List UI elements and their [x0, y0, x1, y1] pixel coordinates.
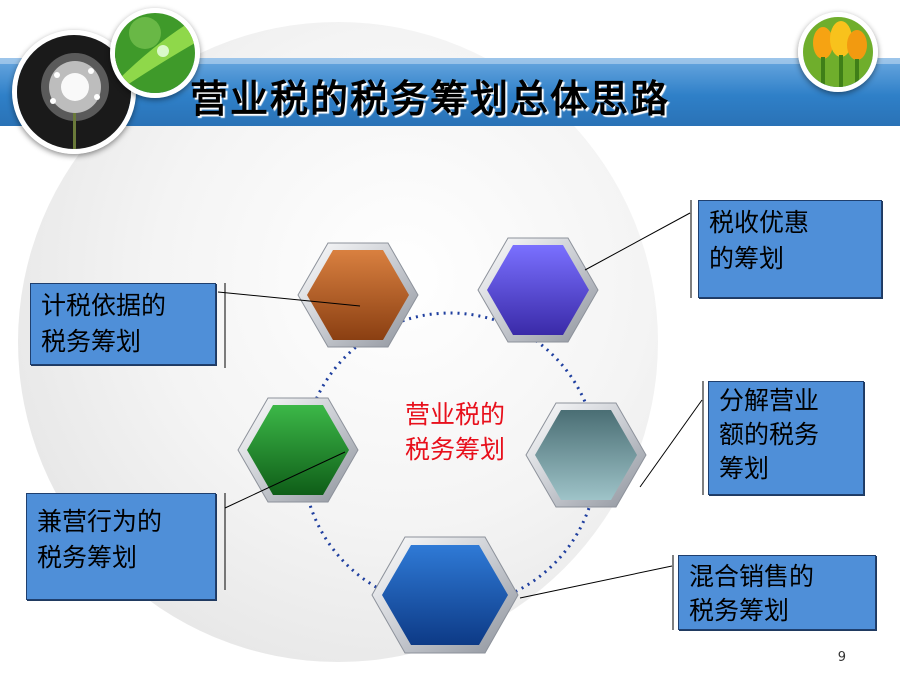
box-mixed-sales: 混合销售的 税务筹划	[678, 555, 876, 630]
tulips-photo-icon	[798, 12, 878, 92]
page-number: 9	[837, 650, 846, 665]
box-tax-incentives: 税收优惠 的筹划	[698, 200, 882, 298]
center-label-line2: 税务筹划	[404, 435, 505, 464]
leaf-water-drop-photo-icon	[110, 8, 200, 98]
box-decompose-business: 分解营业 额的税务 筹划	[708, 381, 864, 495]
center-label: 营业税的 税务筹划	[380, 397, 530, 467]
hexagon-purple	[477, 237, 599, 343]
center-label-line1: 营业税的	[404, 400, 505, 429]
page-title: 营业税的税务筹划总体思路	[190, 77, 671, 121]
box-tax-basis: 计税依据的 税务筹划	[30, 283, 216, 365]
hexagon-green	[237, 397, 359, 503]
connector-lines	[217, 200, 704, 630]
hexagon-blue	[371, 536, 519, 654]
hexagon-brown	[297, 242, 419, 348]
box-concurrent-operation: 兼营行为的 税务筹划	[26, 493, 216, 600]
hexagon-teal	[525, 402, 647, 508]
